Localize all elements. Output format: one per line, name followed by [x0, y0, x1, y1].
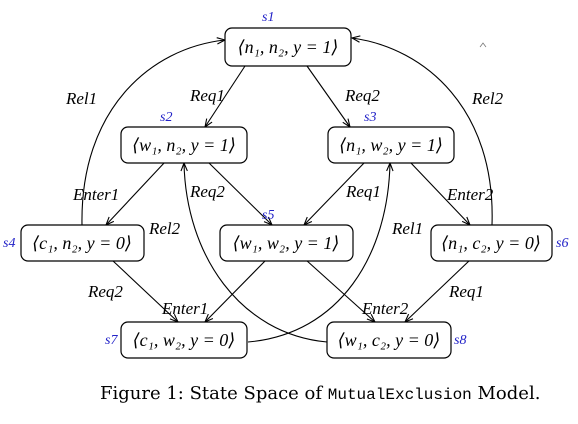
edge-s8-s2 — [180, 161, 328, 343]
edge-label-s5-s8: Enter2 — [361, 299, 409, 318]
state-node-s1 — [224, 27, 352, 67]
edge-label-s5-s7: Enter1 — [161, 299, 208, 318]
state-tuple-s7: ⟨c₁, w₂, y = 0⟩ — [133, 330, 236, 350]
edge-s3-s5 — [302, 161, 366, 227]
state-tuple-s2: ⟨w₁, n₂, y = 1⟩ — [132, 135, 236, 155]
edge-s2-s4 — [104, 161, 166, 227]
state-node-s4 — [20, 224, 145, 262]
state-id-s1: s1 — [262, 10, 274, 25]
edge-s1-s2 — [204, 65, 246, 129]
edge-label-s6-s1: Rel2 — [471, 89, 504, 108]
edge-s4-s7 — [111, 259, 180, 324]
state-id-s4: s4 — [3, 236, 15, 251]
edge-label-s2-s4: Enter1 — [72, 185, 119, 204]
state-node-s7 — [120, 321, 248, 359]
edge-label-s4-s1: Rel1 — [65, 89, 97, 108]
edge-s2-s5 — [207, 161, 274, 227]
state-tuple-s1: ⟨n₁, n₂, y = 1⟩ — [238, 37, 339, 57]
state-node-s5 — [219, 224, 354, 262]
state-id-s6: s6 — [556, 236, 568, 251]
edge-label-s8-s2: Rel2 — [148, 219, 181, 238]
edge-s4-s1 — [81, 37, 227, 226]
state-node-s2 — [120, 126, 248, 164]
edge-s3-s6 — [409, 161, 472, 227]
edge-label-s6-s8: Req1 — [448, 282, 484, 301]
edge-label-s3-s5: Req1 — [345, 182, 381, 201]
state-id-s5: s5 — [262, 208, 274, 223]
edge-label-s7-s3: Rel1 — [391, 219, 423, 238]
caret-mark — [479, 42, 487, 48]
state-tuple-s4: ⟨c₁, n₂, y = 0⟩ — [32, 233, 132, 253]
caption-model-name: MutualExclusion — [328, 386, 472, 404]
state-tuple-s3: ⟨n₁, w₂, y = 1⟩ — [339, 135, 443, 155]
edge-label-s3-s6: Enter2 — [446, 185, 494, 204]
state-id-s2: s2 — [160, 110, 172, 125]
state-id-s7: s7 — [105, 333, 118, 348]
state-id-s8: s8 — [454, 333, 466, 348]
edge-s5-s7 — [203, 259, 267, 324]
edge-s5-s8 — [305, 259, 377, 323]
edge-s6-s8 — [403, 259, 471, 324]
edge-label-s4-s7: Req2 — [87, 282, 123, 301]
edge-label-s1-s2: Req1 — [189, 86, 225, 105]
state-node-s3 — [327, 126, 455, 164]
edge-label-s2-s5: Req2 — [189, 182, 225, 201]
state-tuple-s8: ⟨w₁, c₂, y = 0⟩ — [338, 330, 441, 350]
edge-s7-s3 — [247, 161, 394, 343]
state-tuple-s5: ⟨w₁, w₂, y = 1⟩ — [233, 233, 340, 253]
figure-caption: Figure 1: State Space of MutualExclusion… — [100, 383, 540, 404]
state-node-s6 — [430, 224, 553, 262]
state-id-s3: s3 — [364, 110, 376, 125]
edge-label-s1-s3: Req2 — [344, 86, 380, 105]
caption-suffix: Model. — [472, 383, 541, 404]
caption-prefix: Figure 1: State Space of — [100, 383, 328, 404]
edge-s6-s1 — [350, 35, 493, 226]
edge-s1-s3 — [306, 65, 351, 129]
state-node-s8 — [326, 321, 452, 359]
state-tuple-s6: ⟨n₁, c₂, y = 0⟩ — [441, 233, 541, 253]
